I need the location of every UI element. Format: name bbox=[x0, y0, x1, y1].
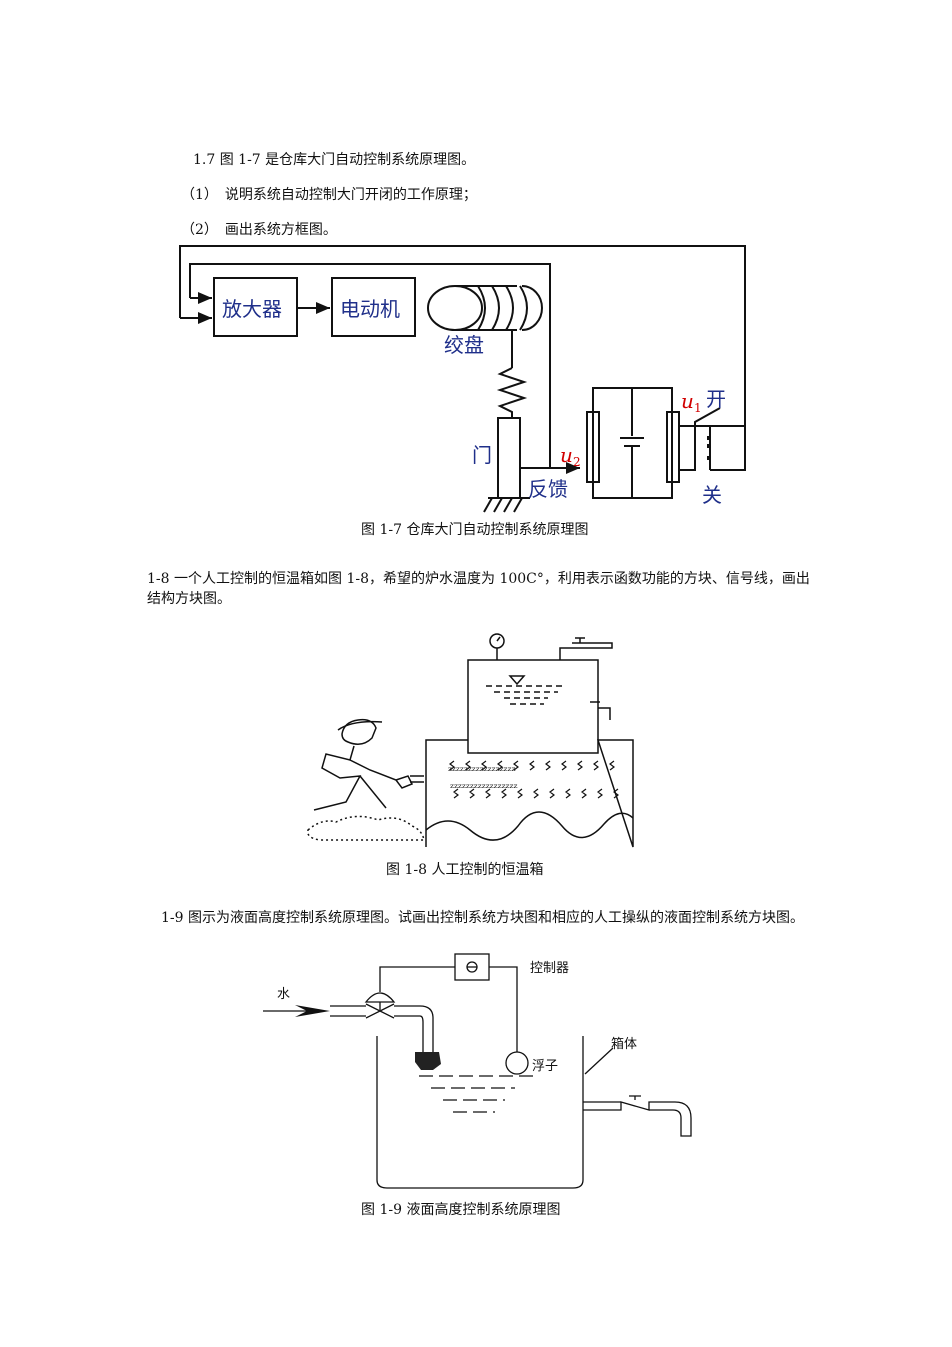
problem-1-9-text: 1-9 图示为液面高度控制系统原理图。试画出控制系统方块图和相应的人工操纵的液面… bbox=[161, 910, 804, 926]
close-label: 关 bbox=[702, 483, 722, 507]
motor-box bbox=[331, 277, 416, 337]
motor-label: 电动机 bbox=[340, 297, 400, 321]
u1-label: u bbox=[681, 389, 694, 413]
problem-1-7-item-1: （1） 说明系统自动控制大门开闭的工作原理； bbox=[181, 187, 477, 203]
tank-label: 箱体 bbox=[611, 1036, 637, 1052]
problem-1-7-intro: 1.7 图 1-7 是仓库大门自动控制系统原理图。 bbox=[193, 152, 476, 168]
door bbox=[497, 417, 521, 499]
figure-1-7-diagram: 放大器 电动机 绞盘 门 反馈 u 1 u 2 开 关 bbox=[179, 245, 746, 513]
svg-text:ᶻᶻᶻᶻᶻᶻᶻᶻᶻᶻᶻᶻᶻᶻᶻᶻᶻ: ᶻᶻᶻᶻᶻᶻᶻᶻᶻᶻᶻᶻᶻᶻᶻᶻᶻ bbox=[450, 781, 517, 795]
winch-label: 绞盘 bbox=[444, 333, 484, 357]
u2-label: u bbox=[560, 443, 573, 467]
figure-1-7-caption: 图 1-7 仓库大门自动控制系统原理图 bbox=[361, 522, 589, 538]
svg-text:ᶻᶻᶻᶻᶻᶻᶻᶻᶻᶻᶻᶻᶻᶻᶻᶻᶻ: ᶻᶻᶻᶻᶻᶻᶻᶻᶻᶻᶻᶻᶻᶻᶻᶻᶻ bbox=[448, 764, 515, 778]
figure-1-9-diagram: 水 控制器 浮子 箱体 bbox=[263, 953, 692, 1189]
figure-1-8-caption: 图 1-8 人工控制的恒温箱 bbox=[386, 862, 544, 878]
float-label: 浮子 bbox=[532, 1059, 558, 1074]
water-label: 水 bbox=[277, 987, 290, 1002]
controller-label: 控制器 bbox=[530, 961, 569, 976]
amplifier-label: 放大器 bbox=[222, 297, 282, 321]
u1-subscript: 1 bbox=[694, 401, 702, 415]
figure-1-8-diagram: ᶻᶻᶻᶻᶻᶻᶻᶻᶻᶻᶻᶻᶻᶻᶻᶻᶻ ᶻᶻᶻᶻᶻᶻᶻᶻᶻᶻᶻᶻᶻᶻᶻᶻᶻ bbox=[307, 633, 634, 848]
amplifier-box bbox=[213, 277, 298, 337]
problem-1-7-item-2: （2） 画出系统方框图。 bbox=[181, 222, 337, 238]
feedback-label: 反馈 bbox=[528, 477, 568, 501]
door-label: 门 bbox=[472, 443, 492, 467]
u2-subscript: 2 bbox=[573, 455, 581, 469]
open-label: 开 bbox=[706, 387, 726, 411]
problem-1-8-text: 1-8 一个人工控制的恒温箱如图 1-8，希望的炉水温度为 100C°，利用表示… bbox=[147, 571, 810, 607]
figure-1-9-caption: 图 1-9 液面高度控制系统原理图 bbox=[361, 1202, 561, 1218]
